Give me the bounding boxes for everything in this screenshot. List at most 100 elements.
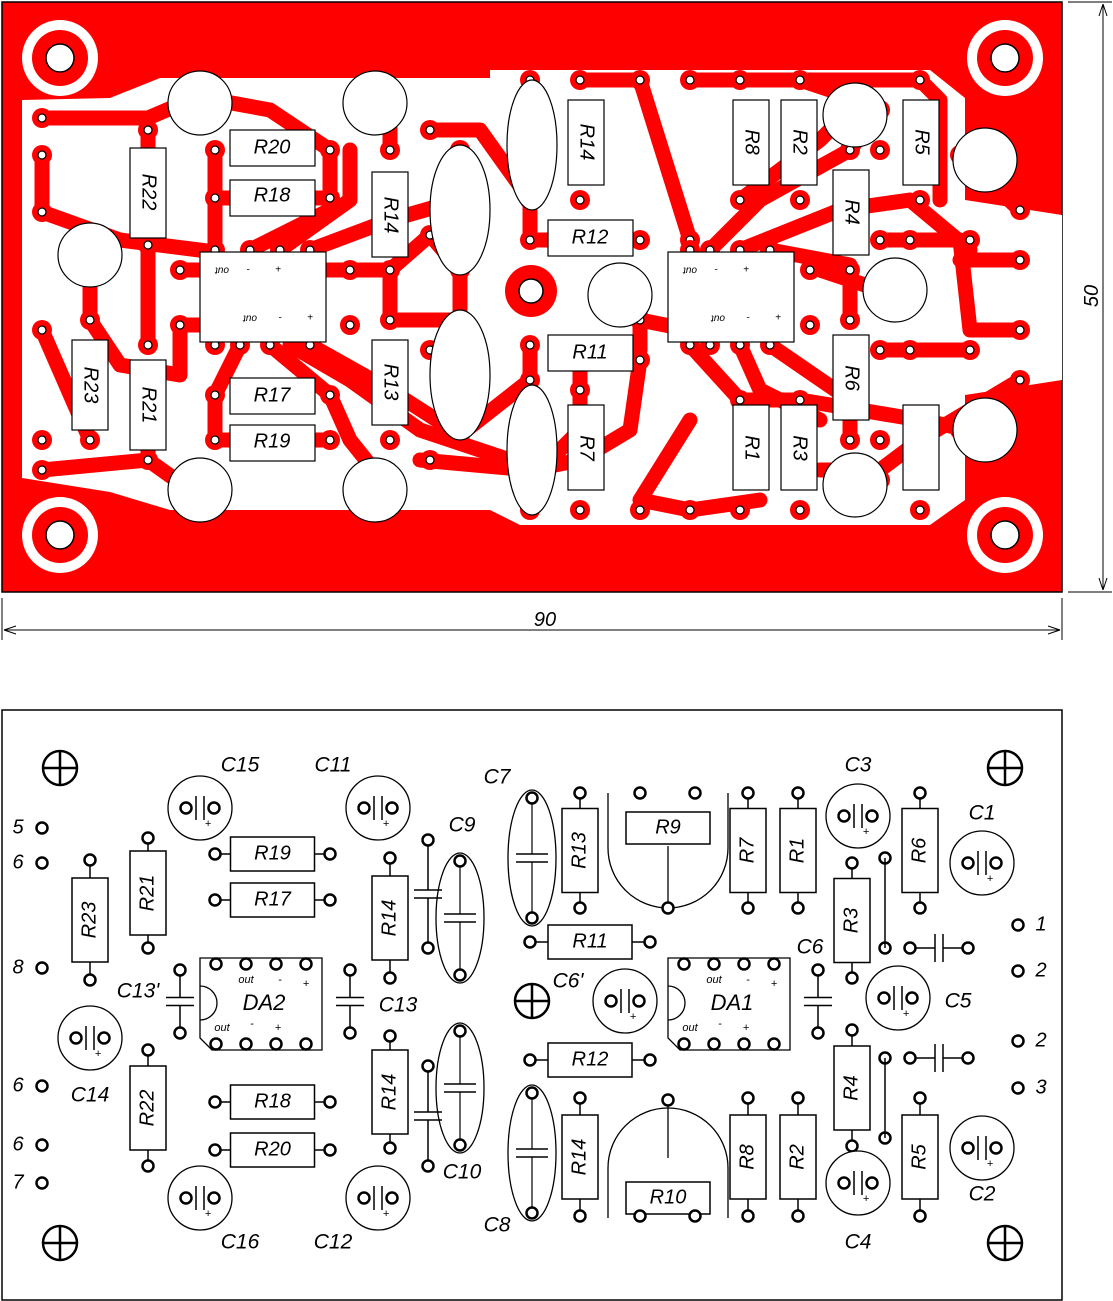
pad-hole bbox=[845, 265, 855, 275]
pad-hole bbox=[421, 1059, 435, 1073]
pad-hole bbox=[635, 75, 645, 85]
pad-hole bbox=[525, 911, 539, 925]
pad-hole bbox=[1011, 918, 1025, 932]
ic-plus-mark: + bbox=[771, 978, 778, 990]
pad-hole bbox=[37, 325, 47, 335]
pad-hole bbox=[837, 1176, 851, 1190]
pad-hole bbox=[961, 1141, 975, 1155]
connector-left-label-7: 7 bbox=[12, 1171, 24, 1193]
plus-mark: + bbox=[205, 818, 212, 830]
trimmer-resistor bbox=[625, 811, 711, 845]
pad-hole bbox=[299, 1037, 313, 1051]
silk-c11: C11 bbox=[315, 754, 352, 777]
copper-label-r7: R7 bbox=[576, 435, 598, 461]
pad-hole bbox=[791, 1091, 805, 1105]
pad-hole bbox=[343, 963, 357, 977]
silk-c4: C4 bbox=[845, 1231, 872, 1254]
silk-r14-upper: R14 bbox=[378, 900, 400, 937]
resistor-body bbox=[547, 924, 633, 960]
pad-hole bbox=[805, 265, 815, 275]
silk-r3: R3 bbox=[840, 908, 862, 934]
pad-hole bbox=[741, 786, 755, 800]
pad-hole bbox=[989, 1141, 1003, 1155]
pad-hole bbox=[903, 941, 917, 955]
pad-hole bbox=[97, 1031, 111, 1045]
resistor-body bbox=[71, 877, 109, 963]
pad-hole bbox=[989, 856, 1003, 870]
copper-label-r6: R6 bbox=[841, 365, 863, 391]
pad-hole bbox=[707, 1037, 721, 1051]
pad-hole bbox=[523, 1053, 537, 1067]
silk-r19: R19 bbox=[254, 842, 291, 864]
pad-hole bbox=[965, 345, 975, 355]
silk-r14-lower: R14 bbox=[378, 1074, 400, 1111]
polar-cap-body bbox=[345, 775, 411, 841]
connector-right-label-3: 3 bbox=[1035, 1076, 1046, 1098]
pad-hole bbox=[1011, 964, 1025, 978]
pad-hole bbox=[573, 786, 587, 800]
pad-hole bbox=[575, 505, 585, 515]
pad-hole bbox=[143, 240, 153, 250]
connector-left-label-6: 6 bbox=[12, 851, 24, 873]
polar-cap-body bbox=[949, 830, 1015, 896]
plus-mark: + bbox=[383, 1208, 390, 1220]
pad-hole bbox=[421, 941, 435, 955]
connector-right-label-1: 1 bbox=[1035, 913, 1046, 935]
plus-mark: + bbox=[205, 1208, 212, 1220]
silk-c12: C12 bbox=[314, 1231, 353, 1254]
pad-hole bbox=[210, 435, 220, 445]
resistor-body bbox=[371, 1049, 409, 1135]
pad-hole bbox=[791, 1209, 805, 1223]
copper-ic-plus-mark: + bbox=[743, 265, 749, 276]
copper-ic-minus-mark: - bbox=[278, 313, 282, 324]
pad-hole bbox=[865, 809, 879, 823]
pad-hole bbox=[905, 345, 915, 355]
pad-hole bbox=[69, 1031, 83, 1045]
copper-label-r13: R13 bbox=[380, 364, 402, 401]
copper-label-r2: R2 bbox=[789, 129, 811, 155]
pad-hole bbox=[421, 833, 435, 847]
silk-r4: R4 bbox=[840, 1075, 862, 1101]
pad-hole bbox=[845, 1139, 859, 1153]
pad-hole bbox=[875, 345, 885, 355]
pad-hole bbox=[965, 235, 975, 245]
pad-hole bbox=[643, 935, 657, 949]
pad-hole bbox=[383, 851, 397, 865]
silk-r8: R8 bbox=[736, 1144, 758, 1170]
pad-hole bbox=[845, 315, 855, 325]
pad-hole bbox=[37, 150, 47, 160]
connector-left-label-6: 6 bbox=[12, 1074, 24, 1096]
pad-hole bbox=[845, 971, 859, 985]
pad-hole bbox=[875, 145, 885, 155]
pad-hole bbox=[805, 320, 815, 330]
pad-hole bbox=[525, 235, 535, 245]
silk-c6-prime: C6' bbox=[553, 970, 585, 993]
pad-hole bbox=[845, 1023, 859, 1037]
pad-hole bbox=[741, 1209, 755, 1223]
silk-r21: R21 bbox=[136, 875, 158, 912]
polar-cap-body bbox=[949, 1115, 1015, 1181]
pad-hole bbox=[343, 1026, 357, 1040]
pad-hole bbox=[35, 856, 49, 870]
pad-hole bbox=[875, 435, 885, 445]
resistor-body bbox=[779, 1114, 817, 1200]
pad-hole bbox=[767, 1037, 781, 1051]
pad-hole bbox=[323, 893, 337, 907]
pad-hole bbox=[299, 957, 313, 971]
pad-hole bbox=[735, 75, 745, 85]
copper-ic-out-mark: out bbox=[242, 312, 257, 323]
silk-r9: R9 bbox=[655, 816, 681, 838]
pad-hole bbox=[811, 1026, 825, 1040]
pad-hole bbox=[915, 195, 925, 205]
pad-hole bbox=[210, 145, 220, 155]
ic-plus-mark: + bbox=[303, 978, 310, 990]
pad-hole bbox=[83, 973, 97, 987]
silk-c9: C9 bbox=[449, 814, 476, 837]
film-cap-body bbox=[435, 1022, 485, 1154]
pad-hole bbox=[209, 1037, 223, 1051]
silk-c1: C1 bbox=[969, 802, 996, 825]
silk-c16: C16 bbox=[221, 1231, 260, 1254]
pad-hole bbox=[208, 1143, 222, 1157]
pad-hole bbox=[209, 957, 223, 971]
